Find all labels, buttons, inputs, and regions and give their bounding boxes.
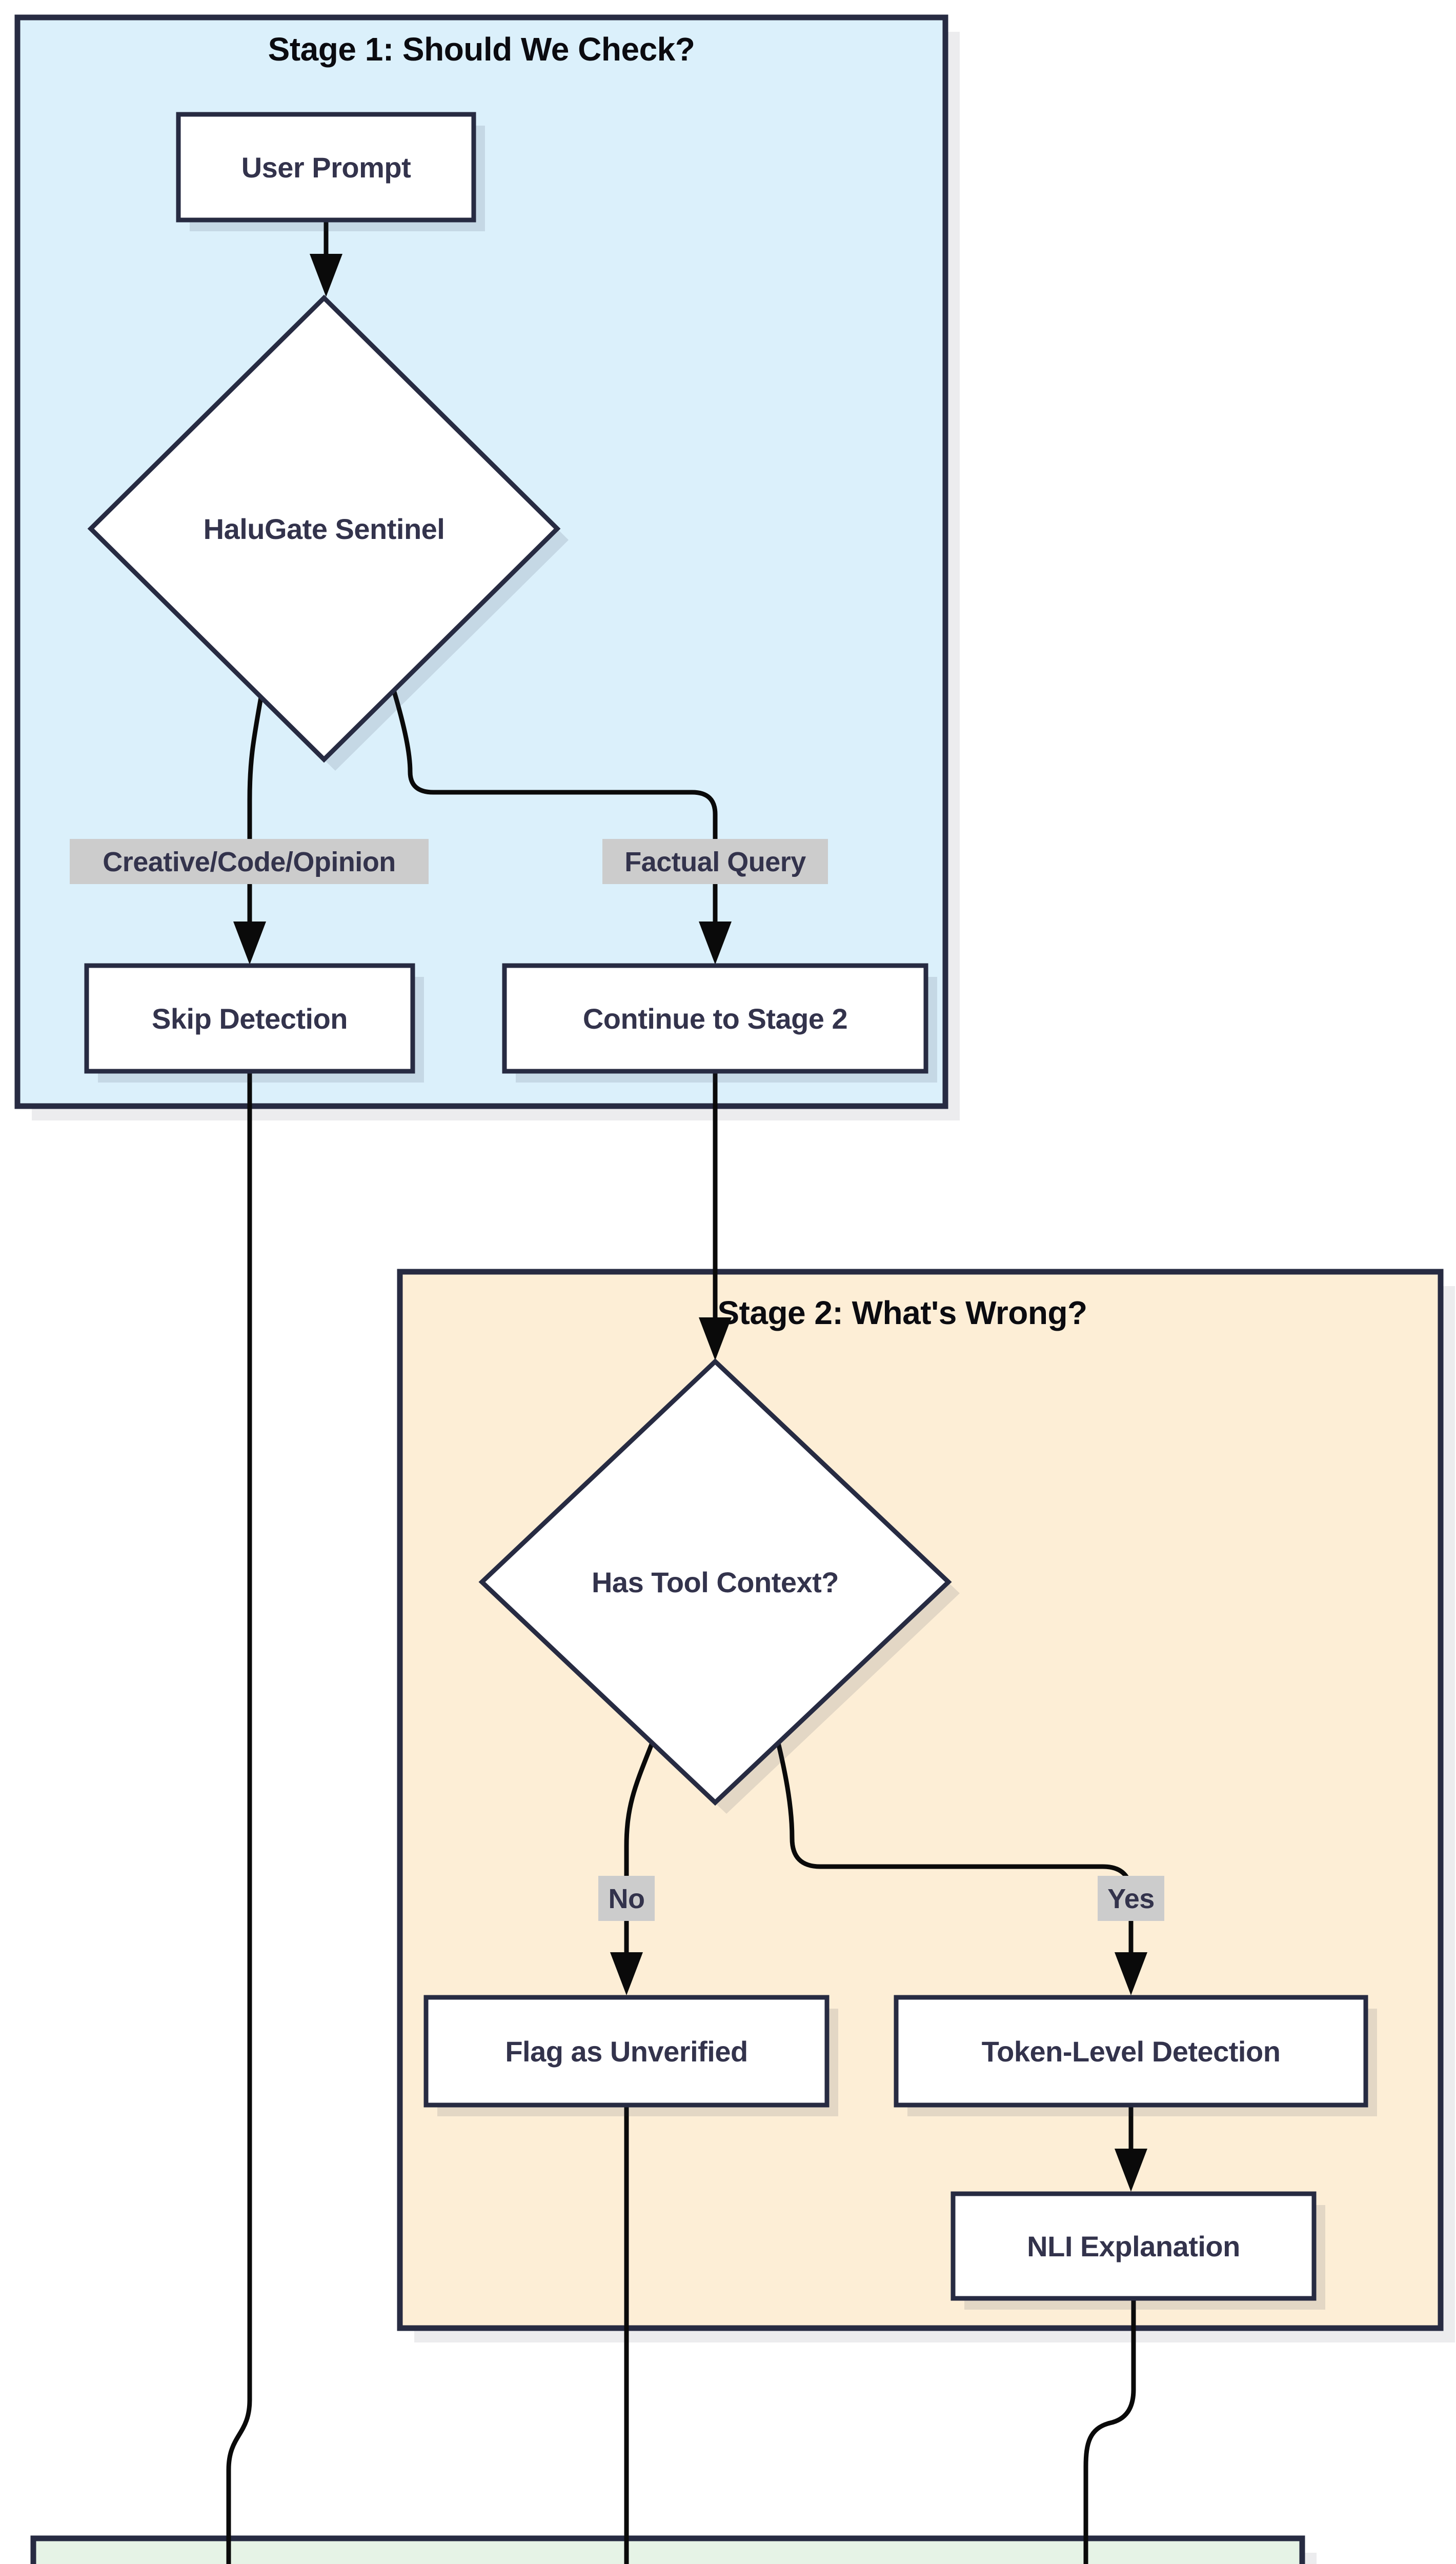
node-box: [951, 2191, 1317, 2301]
stage2-title: Stage 2: What's Wrong?: [717, 1294, 1087, 1331]
edge-sentinel-to-skip: [247, 697, 264, 923]
arrowhead: [310, 254, 342, 297]
node-box: [894, 1995, 1368, 2108]
detection-output-box: [30, 2535, 1305, 2564]
decision-has-tool-context-label: Has Tool Context?: [592, 1566, 839, 1598]
edge-label-no: No: [609, 1884, 645, 1914]
stage2-container: Stage 2: What's Wrong?: [397, 1269, 1455, 2342]
edge-label-factual: Factual Query: [624, 847, 806, 877]
edge-skip-to-pass: [226, 1073, 252, 2564]
node-user-prompt-label: User Prompt: [241, 151, 411, 184]
decision-diamond: [478, 1358, 952, 1806]
detection-output-container: Detection Output: [30, 2535, 1317, 2564]
node-box: [84, 963, 415, 1074]
node-user-prompt: User Prompt: [176, 112, 485, 231]
node-flag-unverified-label: Flag as Unverified: [505, 2035, 747, 2068]
node-nli-explanation: NLI Explanation: [951, 2191, 1325, 2310]
decision-halugate-sentinel-label: HaluGate Sentinel: [204, 513, 445, 545]
arrowhead: [233, 922, 266, 965]
node-token-detection: Token-Level Detection: [894, 1995, 1377, 2116]
arrowhead: [1115, 1952, 1147, 1995]
edges: [226, 222, 1147, 2564]
arrowhead: [1115, 2149, 1147, 2192]
node-box: [502, 963, 928, 1074]
edge-context-to-flag: [624, 1742, 655, 1954]
edge-label-creative: Creative/Code/Opinion: [103, 847, 396, 877]
edge-label-factual-bg: [602, 839, 828, 884]
edge-nli-to-detailed: [1083, 2300, 1136, 2564]
node-token-detection-label: Token-Level Detection: [982, 2035, 1281, 2068]
node-continue-stage2-label: Continue to Stage 2: [583, 1003, 847, 1035]
stage2-box: [397, 1269, 1444, 2331]
decision-halugate-sentinel: HaluGate Sentinel: [87, 294, 569, 771]
decision-has-tool-context: Has Tool Context?: [478, 1358, 960, 1814]
edge-label-yes-bg: [1098, 1876, 1164, 1921]
node-box: [423, 1995, 830, 2108]
edge-label-no-bg: [598, 1876, 655, 1921]
arrowhead: [699, 1317, 732, 1360]
decision-diamond: [87, 294, 561, 763]
edge-labels: Creative/Code/Opinion Factual Query No Y…: [70, 839, 1164, 1921]
arrowhead: [699, 922, 732, 965]
node-continue-stage2: Continue to Stage 2: [502, 963, 937, 1083]
edge-sentinel-to-continue: [391, 689, 718, 923]
node-box: [176, 112, 476, 223]
node-skip-detection: Skip Detection: [84, 963, 424, 1083]
edge-label-yes: Yes: [1107, 1884, 1155, 1914]
node-nli-explanation-label: NLI Explanation: [1027, 2230, 1240, 2262]
edge-label-creative-bg: [70, 839, 429, 884]
edge-context-to-token: [776, 1742, 1134, 1954]
arrowhead: [610, 1952, 643, 1995]
node-flag-unverified: Flag as Unverified: [423, 1995, 838, 2116]
node-skip-detection-label: Skip Detection: [152, 1003, 348, 1035]
stage1-title: Stage 1: Should We Check?: [268, 31, 695, 68]
